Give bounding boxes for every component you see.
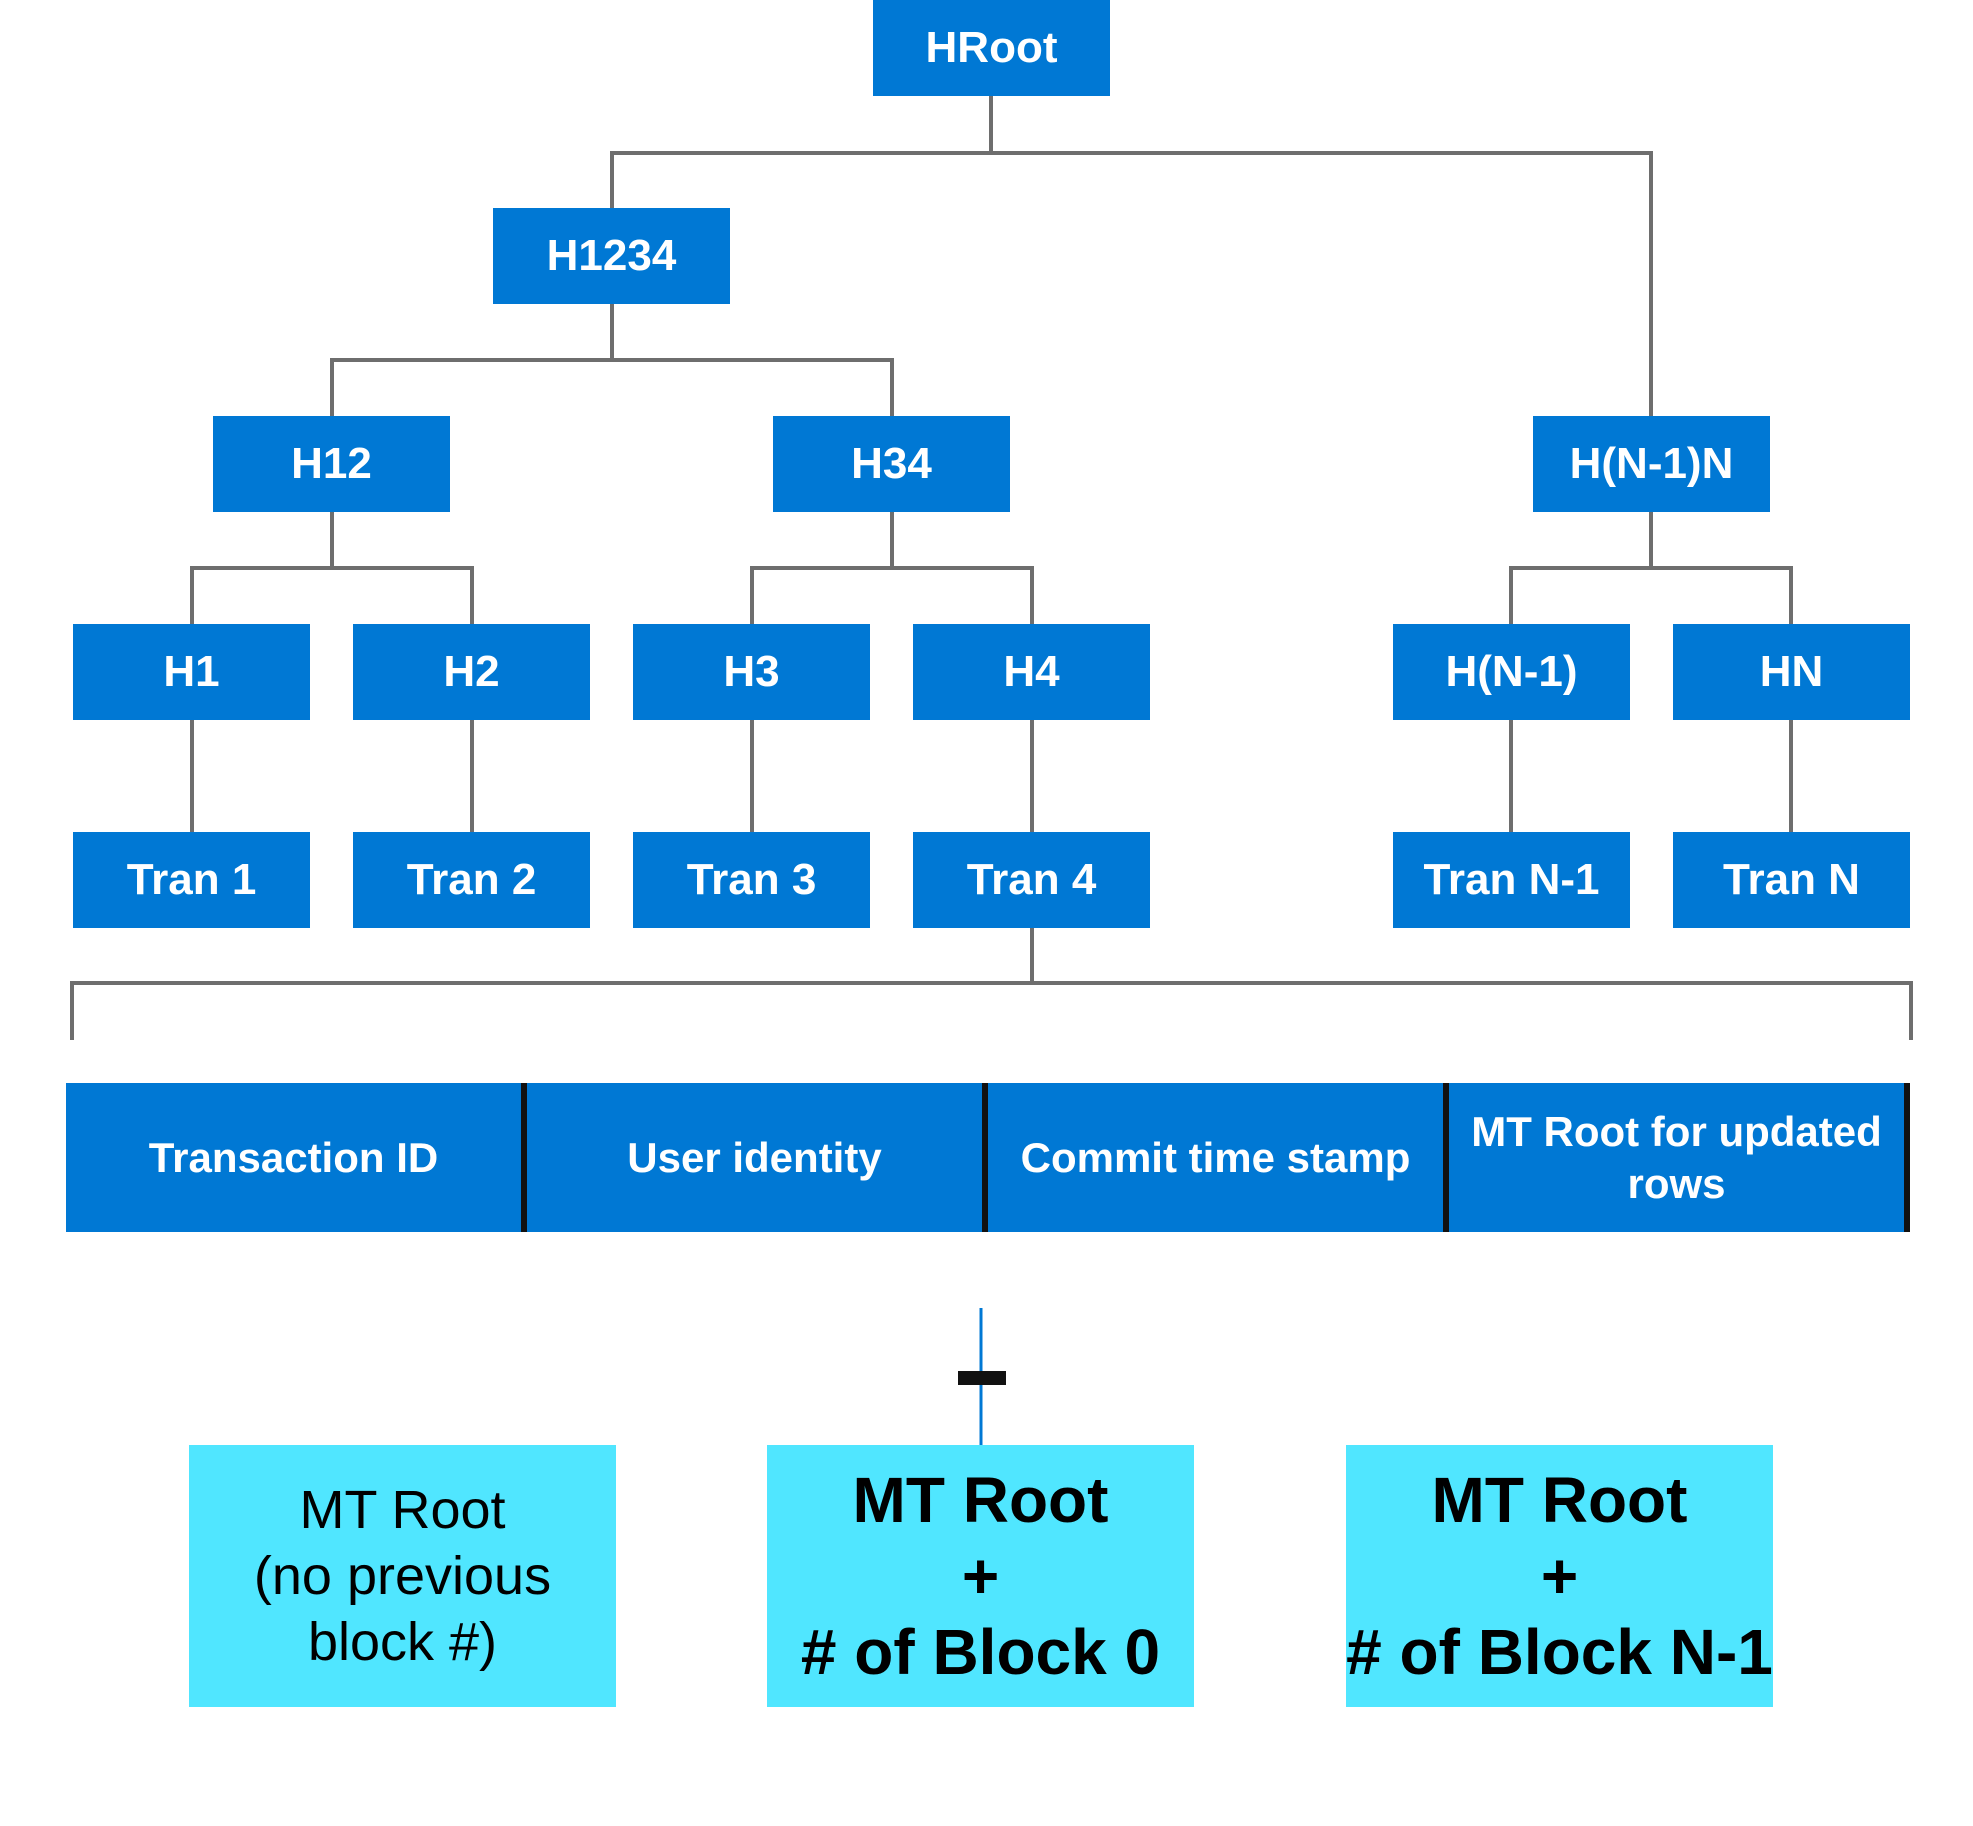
node-tran-2: Tran 2 bbox=[353, 832, 590, 928]
node-hn: HN bbox=[1673, 624, 1910, 720]
node-tran-4: Tran 4 bbox=[913, 832, 1150, 928]
record-field-line: MT Root for bbox=[1471, 1107, 1707, 1155]
node-h12: H12 bbox=[213, 416, 450, 512]
block-line: # of Block 0 bbox=[800, 1616, 1161, 1688]
node-h1: H1 bbox=[73, 624, 310, 720]
connector-h34-right bbox=[892, 566, 1034, 624]
block-line: + bbox=[1540, 1540, 1579, 1612]
block-genesis: MT Root (no previous block #) bbox=[189, 1445, 616, 1707]
node-h3: H3 bbox=[633, 624, 870, 720]
record-field-line: Transaction ID bbox=[148, 1133, 439, 1181]
block-line: (no previous bbox=[253, 1546, 552, 1606]
block-n: MT Root + # of Block N-1 bbox=[1346, 1445, 1773, 1707]
node-h4: H4 bbox=[913, 624, 1150, 720]
connector-hn1n bbox=[1509, 512, 1653, 624]
connector-hn1n-right bbox=[1651, 566, 1793, 624]
record-field-mt-root: MT Root for updated rows bbox=[1449, 1083, 1910, 1232]
block-line: + bbox=[961, 1540, 1000, 1612]
node-hroot: HRoot bbox=[873, 0, 1110, 96]
connector-h12-right bbox=[332, 566, 474, 624]
block-line: MT Root bbox=[1431, 1464, 1688, 1536]
record-field-line: stamp bbox=[1286, 1133, 1411, 1181]
node-h2: H2 bbox=[353, 624, 590, 720]
connector-h1234-right bbox=[612, 358, 894, 416]
record-bracket bbox=[70, 981, 1913, 1040]
connector-h34 bbox=[750, 512, 894, 624]
record-field-user-identity: User identity bbox=[527, 1083, 988, 1232]
record-field-commit-timestamp: Commit time stamp bbox=[988, 1083, 1449, 1232]
connector-hroot bbox=[610, 96, 993, 208]
block-line: block #) bbox=[307, 1612, 498, 1672]
node-tran-3: Tran 3 bbox=[633, 832, 870, 928]
block-line: # of Block N-1 bbox=[1346, 1616, 1773, 1688]
node-tran-n1: Tran N-1 bbox=[1393, 832, 1630, 928]
connector-hroot-right bbox=[991, 151, 1653, 416]
record-field-line: Commit time bbox=[1020, 1133, 1275, 1181]
node-h1234: H1234 bbox=[493, 208, 730, 304]
record-field-transaction-id: Transaction ID bbox=[66, 1083, 527, 1232]
node-h34: H34 bbox=[773, 416, 1010, 512]
record-field-line: updated rows bbox=[1627, 1107, 1882, 1207]
node-hn1n: H(N-1)N bbox=[1533, 416, 1770, 512]
transaction-record: Transaction ID User identity Commit time… bbox=[66, 1083, 1910, 1232]
node-tran-1: Tran 1 bbox=[73, 832, 310, 928]
block-link-bar bbox=[958, 1371, 1006, 1385]
tree-connectors bbox=[70, 96, 1913, 1040]
connector-h12 bbox=[190, 512, 334, 624]
block-line: MT Root bbox=[852, 1464, 1109, 1536]
connector-h1234 bbox=[330, 304, 614, 416]
node-tran-n: Tran N bbox=[1673, 832, 1910, 928]
block-1: MT Root + # of Block 0 bbox=[767, 1445, 1194, 1707]
node-hn1: H(N-1) bbox=[1393, 624, 1630, 720]
block-line: MT Root bbox=[299, 1480, 506, 1540]
record-field-line: User identity bbox=[627, 1133, 882, 1181]
